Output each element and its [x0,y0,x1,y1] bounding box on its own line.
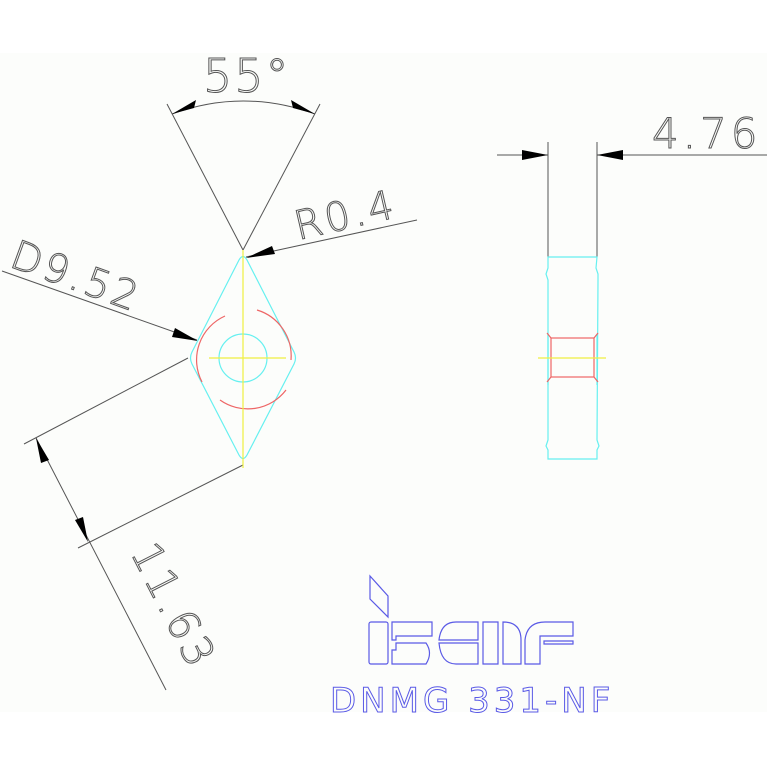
arrowhead-icon [172,100,196,114]
insert-side-view [538,256,606,460]
thickness-dimension: 4.76 [497,109,767,257]
length-label: 11.63 [121,534,226,677]
insert-outline [189,255,297,460]
length-dimension: 11.63 [23,357,244,691]
side-outline [545,256,600,460]
part-number: DNMG 331-NF [330,681,614,721]
drawing-sheet [0,53,767,712]
arrowhead-icon [75,517,88,542]
diameter-dimension: D9.52 [1,232,198,341]
insert-top-view [189,250,297,468]
arrowhead-icon [246,246,275,258]
arrowhead-icon [172,328,198,341]
arrowhead-icon [36,438,49,463]
diameter-label: D9.52 [5,232,147,321]
brand-logo: iscar [368,574,574,665]
angle-dimension: 55° [166,49,321,251]
arrowhead-icon [522,150,548,160]
radius-dimension: R0.4 [245,181,418,258]
arrowhead-icon [597,150,623,160]
thickness-label: 4.76 [652,109,762,158]
radius-label: R0.4 [290,182,401,250]
arrowhead-icon [291,100,315,114]
angle-label: 55° [203,49,291,103]
